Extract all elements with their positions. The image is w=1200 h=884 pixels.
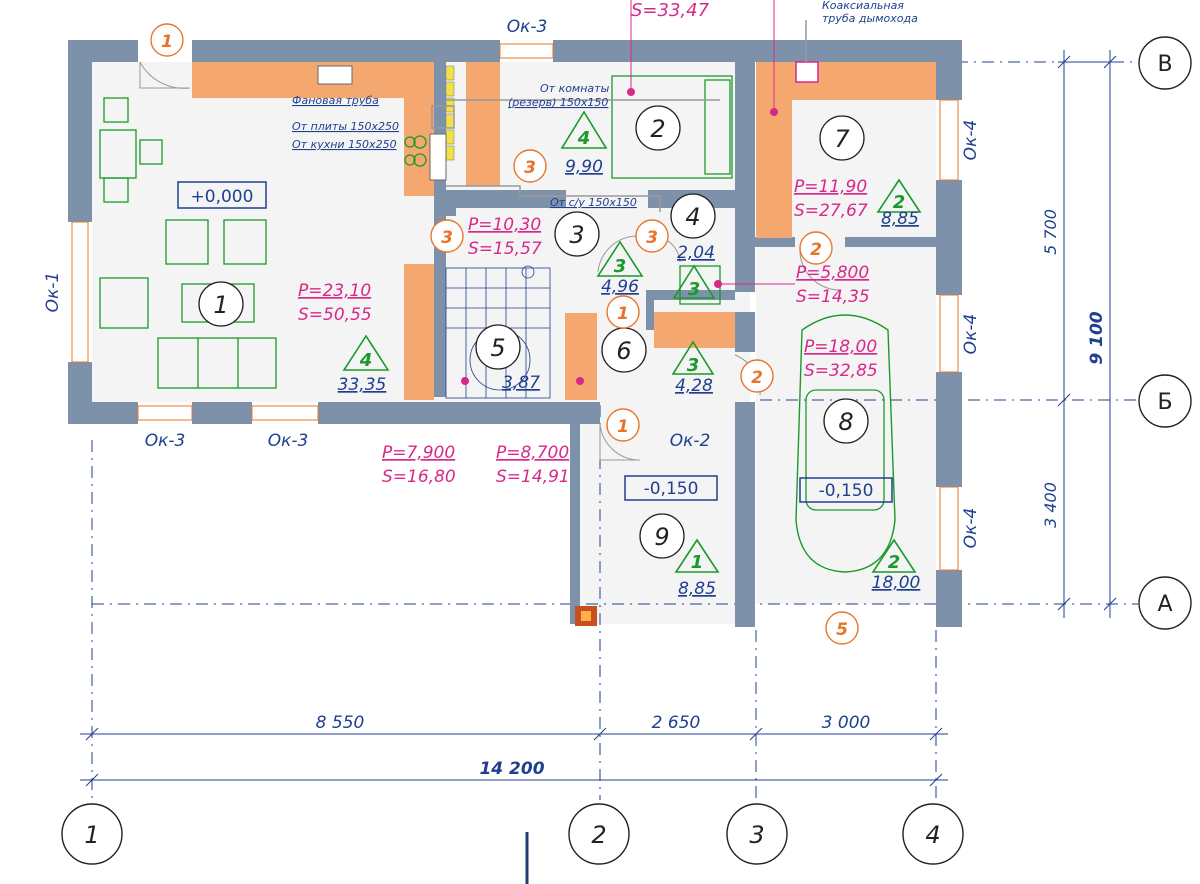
area-room-5: 3,87 xyxy=(502,373,540,393)
level-room-9: -0,150 xyxy=(644,479,699,499)
door-mark-5: 5 xyxy=(836,620,848,640)
area-room-8: 18,00 xyxy=(872,573,921,593)
door-mark-2a: 2 xyxy=(810,240,822,260)
axis-row-v: В xyxy=(1157,52,1172,77)
level-main: +0,000 xyxy=(191,187,254,207)
door-mark-3c: 3 xyxy=(646,228,658,248)
flue-label-1: Коаксиальная xyxy=(822,0,904,12)
axis-col-4: 4 xyxy=(925,821,940,849)
window-label-right-3: Ок-4 xyxy=(961,508,981,549)
floor-area-room-7: S=27,67 xyxy=(794,201,868,221)
area-room-3: 4,96 xyxy=(601,277,639,297)
finish-triangles xyxy=(342,110,922,573)
dim-9100: 9 100 xyxy=(1087,311,1107,364)
finish-room-1: 4 xyxy=(359,350,373,371)
area-room-2: 9,90 xyxy=(565,157,603,177)
area-room-9: 8,85 xyxy=(678,579,716,599)
flue-label-2: труба дымохода xyxy=(822,12,918,25)
walls xyxy=(68,40,962,627)
window-label-ok2: Ок-2 xyxy=(670,431,711,451)
dim-5700: 5 700 xyxy=(1041,209,1060,255)
finish-room-9: 1 xyxy=(691,552,704,573)
room-number-3: 3 xyxy=(569,221,584,249)
room-number-1: 1 xyxy=(213,291,228,319)
sink xyxy=(317,65,447,181)
finish-room-6: 3 xyxy=(687,355,700,376)
room-number-6: 6 xyxy=(616,337,631,365)
door-mark-3a: 3 xyxy=(524,158,536,178)
finish-room-8: 2 xyxy=(888,552,901,573)
area-room-7: 8,85 xyxy=(881,209,919,229)
dim-8550: 8 550 xyxy=(316,713,365,733)
dim-14200: 14 200 xyxy=(479,759,544,779)
area-room-4: 2,04 xyxy=(677,243,715,263)
dim-2650: 2 650 xyxy=(652,713,701,733)
perimeter-room-1: P=23,10 xyxy=(298,281,371,301)
note-stove: От плиты 150х250 xyxy=(292,120,399,133)
finish-room-2: 4 xyxy=(577,128,591,149)
room-number-8: 8 xyxy=(838,408,853,436)
note-room-1: От комнаты xyxy=(540,82,610,95)
leader-lines xyxy=(630,0,795,285)
note-room-2: (резерв) 150х150 xyxy=(508,96,608,109)
floor-area-room-5: S=16,80 xyxy=(382,467,456,487)
level-room-8: -0,150 xyxy=(819,481,874,501)
door-circles xyxy=(150,23,859,645)
perimeter-room-6: P=8,700 xyxy=(496,443,569,463)
area-room-6: 4,28 xyxy=(675,376,713,396)
window-label-bottom-2: Ок-3 xyxy=(268,431,309,451)
perimeter-room-8: P=18,00 xyxy=(804,337,877,357)
note-bath: От с/у 150х150 xyxy=(550,196,637,209)
window-label-top: Ок-3 xyxy=(507,17,548,37)
floor-area-hall: S=14,35 xyxy=(796,287,870,307)
perimeter-room-5: P=7,900 xyxy=(382,443,455,463)
room-number-9: 9 xyxy=(654,523,669,551)
room-number-4: 4 xyxy=(685,203,700,231)
window-label-left: Ок-1 xyxy=(43,272,63,313)
axis-row-b: Б xyxy=(1157,390,1172,415)
dimension-lines xyxy=(80,50,1117,787)
perimeter-room-3: P=10,30 xyxy=(468,215,541,235)
floor-area-room-6: S=14,91 xyxy=(496,467,570,487)
window-label-right-2: Ок-4 xyxy=(961,314,981,355)
perimeter-room-7: P=11,90 xyxy=(794,177,867,197)
room-number-5: 5 xyxy=(490,334,505,362)
perimeter-hall: P=5,800 xyxy=(796,263,869,283)
axis-col-1: 1 xyxy=(84,821,99,849)
window-openings xyxy=(71,43,959,571)
door-mark-1c: 1 xyxy=(617,417,629,437)
door-mark-2b: 2 xyxy=(751,368,763,388)
dim-3400: 3 400 xyxy=(1041,482,1060,528)
floor-area-room-8: S=32,85 xyxy=(804,361,878,381)
window-label-bottom-1: Ок-3 xyxy=(145,431,186,451)
note-kitchen: От кухни 150х250 xyxy=(292,138,397,151)
room-circles xyxy=(198,105,869,559)
floor-area-room-3: S=15,57 xyxy=(468,239,542,259)
axis-col-3: 3 xyxy=(749,821,764,849)
door-mark-1: 1 xyxy=(161,32,173,52)
floor-area-room-1: S=50,55 xyxy=(298,305,372,325)
finish-room-4: 3 xyxy=(688,279,701,300)
note-fan-pipe: Фановая труба xyxy=(292,94,379,107)
level-boxes xyxy=(177,181,893,503)
ducts xyxy=(431,20,819,212)
axis-bubbles xyxy=(61,36,1192,865)
dim-3000: 3 000 xyxy=(822,713,871,733)
finish-room-7: 2 xyxy=(893,192,906,213)
room-number-2: 2 xyxy=(650,115,665,143)
window-label-right-1: Ок-4 xyxy=(961,120,981,161)
area-room-1: 33,35 xyxy=(338,375,387,395)
chimney-core xyxy=(581,611,591,621)
room-number-7: 7 xyxy=(834,125,850,153)
door-mark-1b: 1 xyxy=(617,304,629,324)
finish-room-3: 3 xyxy=(614,256,627,277)
orange-blocks xyxy=(192,62,936,400)
door-mark-3b: 3 xyxy=(441,228,453,248)
axis-col-2: 2 xyxy=(591,821,606,849)
top-area-label: S=33,47 xyxy=(631,0,710,21)
axis-row-a: А xyxy=(1157,592,1172,617)
